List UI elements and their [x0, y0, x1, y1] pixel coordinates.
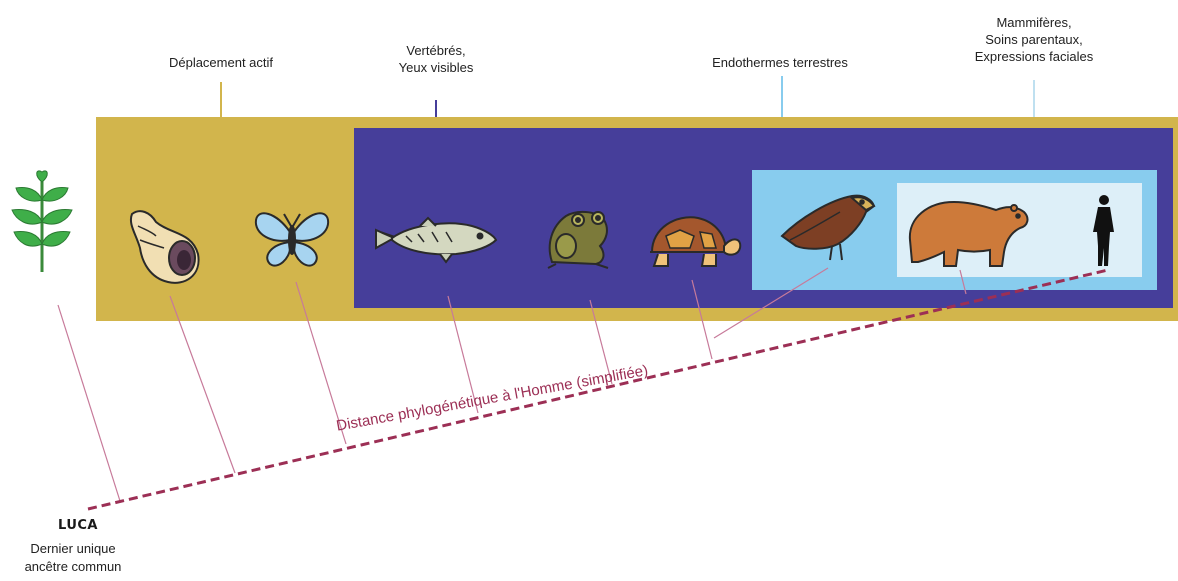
phylo-branches [57, 267, 967, 502]
trait-label-land-endotherms: Endothermes terrestres [712, 55, 848, 70]
trait-label-active-motion: Déplacement actif [168, 55, 274, 70]
root-description: Dernier unique ancêtre commun [24, 541, 122, 574]
frog-icon [547, 210, 609, 269]
trait-label-vertebrates: Vertébrés, Yeux visibles [398, 43, 474, 75]
eagle-icon [780, 194, 876, 261]
bear-icon [908, 200, 1029, 267]
butterfly-icon [254, 212, 330, 267]
snail-icon [130, 210, 200, 284]
phylo-axis-line [87, 268, 1109, 511]
trait-label-mammals: Mammifères, Soins parentaux, Expressions… [974, 15, 1094, 64]
plant-icon [11, 170, 73, 272]
tortoise-icon [650, 216, 742, 267]
root-name: LUCA [58, 518, 98, 533]
human-icon [1093, 195, 1114, 266]
fish-icon [375, 216, 498, 264]
